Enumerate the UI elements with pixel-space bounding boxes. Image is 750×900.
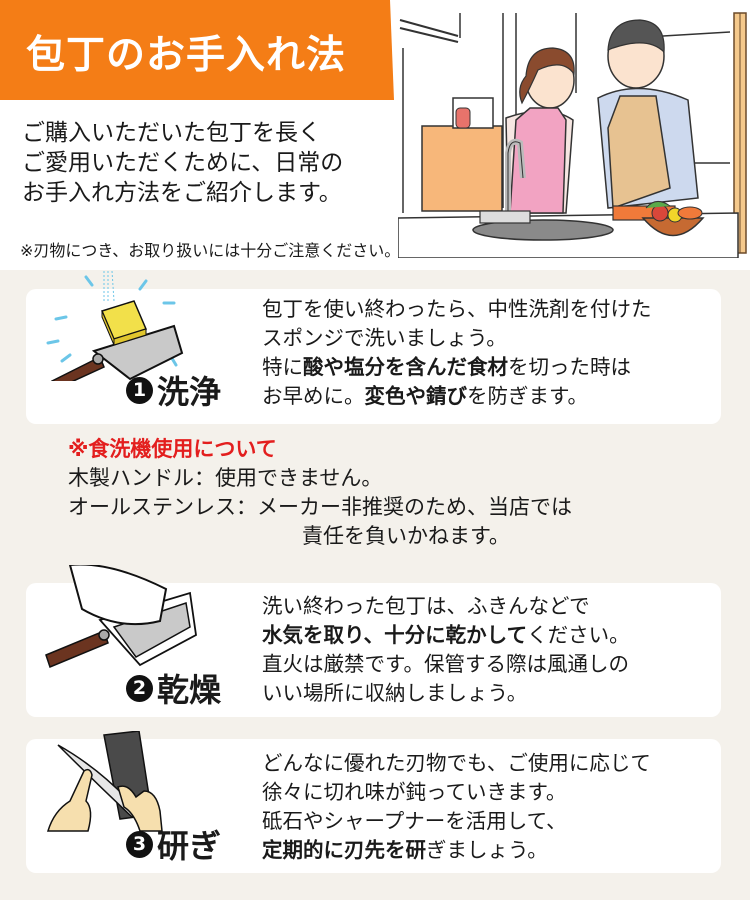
text-line: どんなに優れた刃物でも、ご使用に応じて <box>262 751 651 775</box>
intro-line: ご愛用いただくために、日常の <box>22 150 344 176</box>
step-description: どんなに優れた刃物でも、ご使用に応じて 徐々に切れ味が鈍っていきます。 砥石やシ… <box>262 749 651 865</box>
step-title: 乾燥 <box>157 671 222 709</box>
step-card-sharpening: 3 研ぎ どんなに優れた刃物でも、ご使用に応じて 徐々に切れ味が鈍っていきます。… <box>26 731 721 873</box>
note-line-wooden-handle: 木製ハンドル：使用できません。 <box>68 466 383 490</box>
knife-cloth-drying-icon <box>45 565 197 669</box>
intro-line: ご購入いただいた包丁を長く <box>22 120 321 146</box>
emphasis: 変色や錆び <box>364 384 468 408</box>
text-line: お早めに。変色や錆びを防ぎます。 <box>262 384 588 408</box>
dishwasher-note: ※食洗機使用について 木製ハンドル：使用できません。 オールステンレス：メーカー… <box>68 435 572 551</box>
step-title: 洗浄 <box>157 373 222 411</box>
text-line: いい場所に収納しましょう。 <box>262 681 528 705</box>
intro-line: お手入れ方法をご紹介します。 <box>22 180 342 206</box>
text-line: 水気を取り、十分に乾かしてください。 <box>262 623 630 647</box>
step-number-1-badge: 1 <box>126 376 153 404</box>
step-number-2-badge: 2 <box>126 674 153 702</box>
note-line-stainless: オールステンレス：メーカー非推奨のため、当店では <box>68 495 572 519</box>
knife-sponge-washing-icon <box>46 271 184 381</box>
text-line: スポンジで洗いましょう。 <box>262 326 507 350</box>
text-line: 定期的に刃先を研ぎましょう。 <box>262 838 548 862</box>
title-banner <box>0 0 394 100</box>
kitchen-couple-cooking-illustration <box>398 12 747 258</box>
step-description: 包丁を使い終わったら、中性洗剤を付けた スポンジで洗いましょう。 特に酸や塩分を… <box>262 295 652 411</box>
text-line: 包丁を使い終わったら、中性洗剤を付けた <box>262 297 652 321</box>
intro-text: ご購入いただいた包丁を長く ご愛用いただくために、日常の お手入れ方法をご紹介し… <box>22 118 392 208</box>
emphasis: 水気を取り、十分に乾かして <box>262 623 528 647</box>
step-title: 研ぎ <box>157 827 222 865</box>
text-line: 洗い終わった包丁は、ふきんなどで <box>262 594 590 618</box>
step-label-washing: 1 洗浄 <box>126 367 221 413</box>
step-label-sharpening: 3 研ぎ <box>126 821 221 867</box>
step-description: 洗い終わった包丁は、ふきんなどで 水気を取り、十分に乾かしてください。 直火は厳… <box>262 592 630 708</box>
caution-note: ※刃物につき、お取り扱いには十分ご注意ください。 <box>20 241 401 260</box>
note-line-disclaimer: 責任を負いかねます。 <box>302 524 510 548</box>
step-card-washing: 1 洗浄 包丁を使い終わったら、中性洗剤を付けた スポンジで洗いましょう。 特に… <box>26 271 721 424</box>
dishwasher-note-title: ※食洗機使用について <box>68 437 277 461</box>
intro-section: 包丁のお手入れ法 ご購入いただいた包丁を長く ご愛用いただくために、日常の お手… <box>0 0 750 270</box>
emphasis: 定期的に刃先を研 <box>262 838 426 862</box>
step-number-3-badge: 3 <box>126 830 153 858</box>
page-title: 包丁のお手入れ法 <box>26 33 347 78</box>
emphasis: 酸や塩分を含んだ食材 <box>303 355 508 379</box>
text-line: 徐々に切れ味が鈍っていきます。 <box>262 780 567 804</box>
care-steps-section: 1 洗浄 包丁を使い終わったら、中性洗剤を付けた スポンジで洗いましょう。 特に… <box>0 270 750 900</box>
step-label-drying: 2 乾燥 <box>126 665 221 711</box>
step-card-drying: 2 乾燥 洗い終わった包丁は、ふきんなどで 水気を取り、十分に乾かしてください。… <box>26 565 721 717</box>
text-line: 砥石やシャープナーを活用して、 <box>262 809 567 833</box>
text-line: 特に酸や塩分を含んだ食材を切った時は <box>262 355 631 379</box>
text-line: 直火は厳禁です。保管する際は風通しの <box>262 652 629 676</box>
knife-whetstone-sharpening-icon <box>46 731 163 832</box>
